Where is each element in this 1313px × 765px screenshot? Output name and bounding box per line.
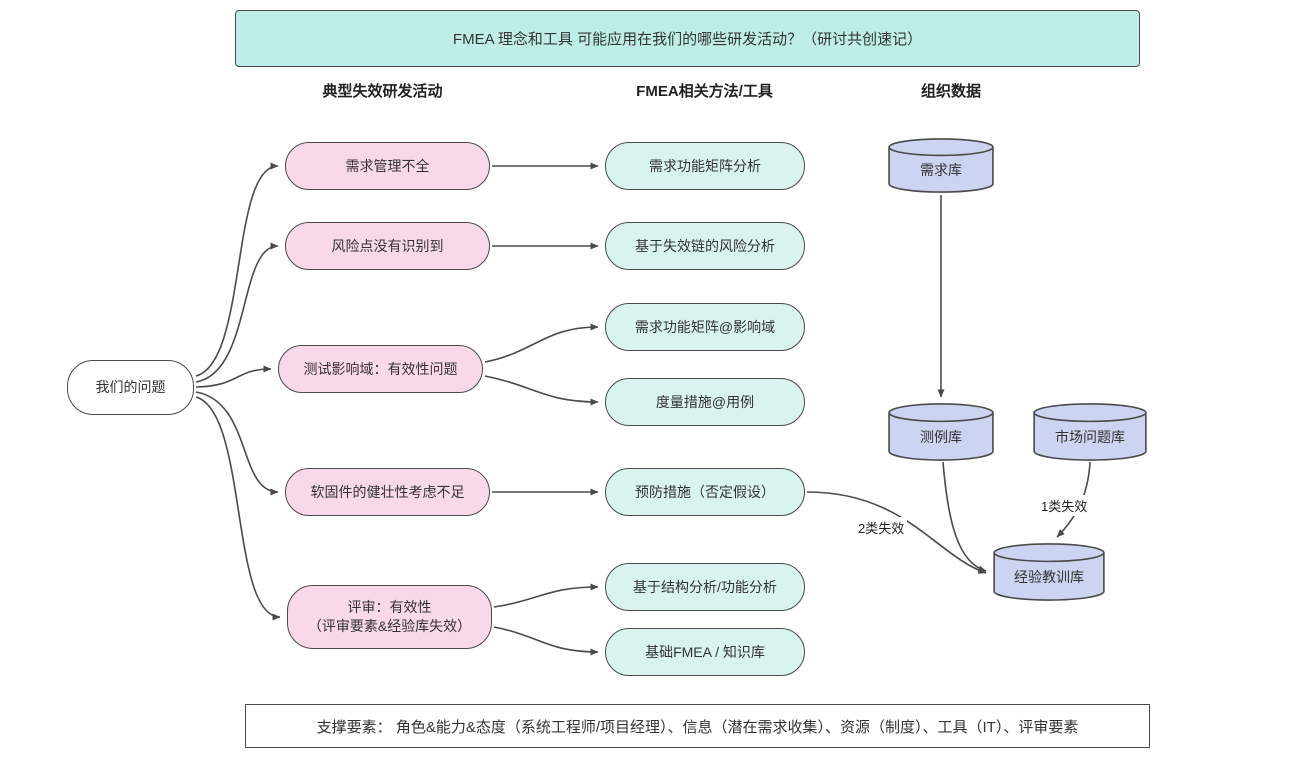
db-market-issues: 市场问题库	[1033, 403, 1147, 461]
db-lessons-learned: 经验教训库	[993, 543, 1105, 601]
arrow-failure4-to-method6	[493, 626, 599, 656]
failure-test-impact-domain: 测试影响域：有效性问题	[278, 345, 483, 393]
method-prevention-measures: 预防措施（否定假设）	[605, 468, 805, 516]
method-basic-fmea-knowledge-base: 基础FMEA / 知识库	[605, 628, 805, 676]
column-header-activities: 典型失效研发活动	[322, 83, 443, 100]
method-failure-chain-risk-analysis: 基于失效链的风险分析	[605, 222, 805, 270]
cylinder-shape	[1033, 403, 1147, 461]
method-measures-use-case: 度量措施@用例	[605, 378, 805, 426]
edge-label-type1-failure: 1类失效	[1038, 495, 1091, 516]
db-label: 测例库	[920, 428, 962, 445]
arrow-root-to-failure-3	[195, 391, 279, 496]
arrow-root-to-failure-2	[195, 365, 272, 388]
cylinder-shape	[888, 138, 994, 193]
arrow-root-to-failure-4	[195, 396, 281, 621]
footer-support-elements: 支撑要素： 角色&能力&态度（系统工程师/项目经理）、信息（潜在需求收集）、资源…	[245, 704, 1150, 748]
method-matrix-impact-domain: 需求功能矩阵@影响域	[605, 303, 805, 351]
cylinder-shape	[993, 543, 1105, 601]
footer-text: 支撑要素： 角色&能力&态度（系统工程师/项目经理）、信息（潜在需求收集）、资源…	[316, 718, 1079, 736]
column-header-methods: FMEA相关方法/工具	[636, 83, 773, 100]
arrow-testdb-to-lessonsdb	[942, 461, 987, 573]
arrow-root-to-failure-0	[195, 162, 279, 377]
db-label: 市场问题库	[1055, 428, 1125, 445]
column-header-org-data: 组织数据	[920, 83, 981, 100]
failure-risk-identification: 风险点没有识别到	[285, 222, 490, 270]
db-label: 需求库	[920, 161, 962, 178]
method-requirement-function-matrix: 需求功能矩阵分析	[605, 142, 805, 190]
root-node-our-problems: 我们的问题	[67, 360, 194, 415]
banner: FMEA 理念和工具 可能应用在我们的哪些研发活动？（研讨共创速记）	[235, 10, 1140, 67]
failure-firmware-robustness: 软固件的健壮性考虑不足	[285, 468, 490, 516]
arrow-root-to-failure-1	[195, 242, 279, 383]
db-test-cases: 测例库	[888, 403, 994, 461]
arrow-failure4-to-method5	[493, 583, 599, 608]
db-requirements: 需求库	[888, 138, 994, 193]
failure-requirements-management: 需求管理不全	[285, 142, 490, 190]
db-label: 经验教训库	[1014, 568, 1084, 585]
banner-title: FMEA 理念和工具 可能应用在我们的哪些研发活动？（研讨共创速记）	[452, 31, 923, 48]
method-structure-function-analysis: 基于结构分析/功能分析	[605, 563, 805, 611]
cylinder-shape	[888, 403, 994, 461]
failure-review-effectiveness: 评审：有效性 （评审要素&经验库失效）	[287, 585, 492, 649]
edge-label-type2-failure: 2类失效	[855, 517, 908, 538]
arrow-failure2-to-method2	[484, 323, 599, 363]
arrow-failure2-to-method3	[484, 375, 599, 406]
